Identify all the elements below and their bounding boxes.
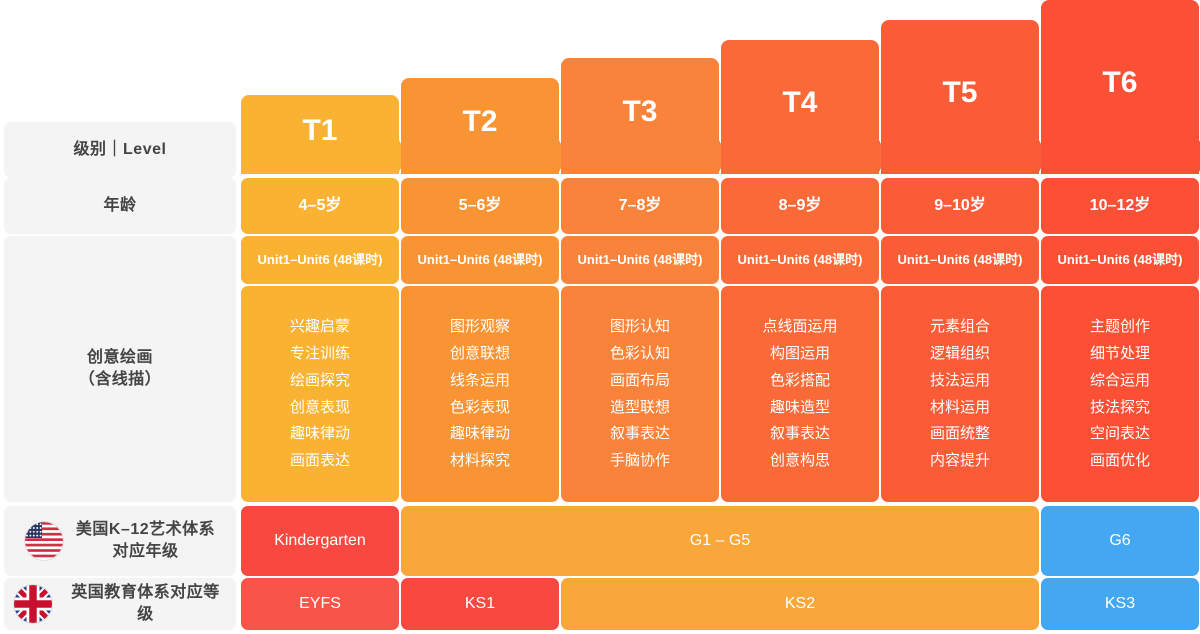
column-header-t5[interactable]: T5 [881, 20, 1047, 174]
uk_levels-cell-eyfs: EYFS [241, 578, 399, 630]
topic-item: 画面优化 [1089, 451, 1150, 469]
uk-label-row: 英国教育体系对应等级 [4, 582, 236, 625]
topic-item: 趣味律动 [289, 425, 350, 443]
us_grades-cell-kindergarten: Kindergarten [241, 506, 399, 576]
age-cell-t5: 9–10岁 [881, 178, 1039, 234]
column-header-t4[interactable]: T4 [721, 40, 887, 174]
row-label-course-text: 创意绘画（含线描） [78, 349, 162, 388]
row-label-course: 创意绘画（含线描） [4, 236, 236, 502]
topic-item: 构图运用 [769, 345, 830, 363]
age-cell-t1: 4–5岁 [241, 178, 399, 234]
topics-cell-t5: 元素组合逻辑组织技法运用材料运用画面统整内容提升 [881, 286, 1039, 502]
topic-item: 内容提升 [929, 451, 990, 469]
topic-item: 材料探究 [449, 451, 510, 469]
column-header-t3[interactable]: T3 [561, 58, 727, 174]
row-label-uk-levels: 英国教育体系对应等级 [4, 578, 236, 630]
uk-flag-icon [14, 585, 52, 623]
unit-cell-t5: Unit1–Unit6 (48课时) [881, 236, 1039, 284]
topics-cell-t2: 图形观察创意联想线条运用色彩表现趣味律动材料探究 [401, 286, 559, 502]
column-header-t6[interactable]: T6 [1041, 0, 1200, 174]
uk_levels-cell-ks1: KS1 [401, 578, 559, 630]
uk_levels-cell-ks2: KS2 [561, 578, 1039, 630]
age-cell-t3: 7–8岁 [561, 178, 719, 234]
topics-cell-t3: 图形认知色彩认知画面布局造型联想叙事表达手脑协作 [561, 286, 719, 502]
topics-cell-t1: 兴趣启蒙专注训练绘画探究创意表现趣味律动画面表达 [241, 286, 399, 502]
topic-item: 色彩搭配 [769, 371, 830, 389]
column-header-t2[interactable]: T2 [401, 78, 567, 174]
topic-item: 手脑协作 [609, 451, 670, 469]
column-header-label: T1 [302, 113, 338, 147]
age-cell-t4: 8–9岁 [721, 178, 879, 234]
column-header-label: T4 [782, 86, 818, 119]
topic-item: 元素组合 [929, 318, 990, 336]
topic-item: 专注训练 [289, 345, 350, 363]
topic-item: 创意表现 [289, 398, 350, 416]
unit-cell-t1: Unit1–Unit6 (48课时) [241, 236, 399, 284]
topic-item: 技法探究 [1089, 398, 1150, 416]
topic-item: 趣味律动 [449, 425, 510, 443]
topic-item: 画面表达 [289, 451, 350, 469]
us-label-row: 美国K–12艺术体系对应年级 [4, 519, 236, 562]
topic-item: 创意联想 [449, 345, 510, 363]
topic-item: 细节处理 [1089, 345, 1150, 363]
topic-item: 线条运用 [449, 371, 510, 389]
topic-item: 综合运用 [1089, 371, 1150, 389]
us_grades-cell-g1-g5: G1 – G5 [401, 506, 1039, 576]
topic-item: 空间表达 [1089, 425, 1150, 443]
topic-item: 造型联想 [609, 398, 670, 416]
topic-item: 兴趣启蒙 [289, 318, 350, 336]
topic-item: 点线面运用 [762, 318, 838, 336]
age-cell-t6: 10–12岁 [1041, 178, 1199, 234]
row-label-level-text: 级别｜Level [73, 141, 167, 159]
topic-item: 技法运用 [929, 371, 990, 389]
unit-cell-t3: Unit1–Unit6 (48课时) [561, 236, 719, 284]
topic-item: 逻辑组织 [929, 345, 990, 363]
topic-item: 材料运用 [929, 398, 990, 416]
uk_levels-cell-ks3: KS3 [1041, 578, 1199, 630]
topics-cell-t4: 点线面运用构图运用色彩搭配趣味造型叙事表达创意构思 [721, 286, 879, 502]
topic-item: 叙事表达 [769, 425, 830, 443]
topic-item: 叙事表达 [609, 425, 670, 443]
column-header-label: T3 [622, 95, 658, 128]
column-header-t1[interactable]: T1 [241, 95, 407, 174]
row-label-level: 级别｜Level [4, 122, 236, 178]
topic-item: 绘画探究 [289, 371, 350, 389]
topic-item: 图形认知 [609, 318, 670, 336]
column-header-label: T5 [942, 76, 978, 109]
topic-item: 色彩认知 [609, 345, 670, 363]
us-flag-icon [24, 522, 63, 560]
topic-item: 画面统整 [929, 425, 990, 443]
row-label-age: 年龄 [4, 178, 236, 234]
unit-cell-t2: Unit1–Unit6 (48课时) [401, 236, 559, 284]
topic-item: 色彩表现 [449, 398, 510, 416]
row-label-uk-text: 英国教育体系对应等级 [71, 584, 220, 623]
topic-item: 图形观察 [449, 318, 510, 336]
column-header-label: T2 [462, 105, 498, 138]
age-cell-t2: 5–6岁 [401, 178, 559, 234]
topic-item: 创意构思 [769, 451, 830, 469]
unit-cell-t6: Unit1–Unit6 (48课时) [1041, 236, 1199, 284]
row-label-age-text: 年龄 [103, 197, 137, 215]
row-label-us-text: 美国K–12艺术体系对应年级 [75, 521, 216, 560]
topic-item: 趣味造型 [769, 398, 830, 416]
topics-cell-t6: 主题创作细节处理综合运用技法探究空间表达画面优化 [1041, 286, 1199, 502]
us_grades-cell-g6: G6 [1041, 506, 1199, 576]
topic-item: 主题创作 [1089, 318, 1150, 336]
unit-cell-t4: Unit1–Unit6 (48课时) [721, 236, 879, 284]
row-label-us-grades: 美国K–12艺术体系对应年级 [4, 506, 236, 576]
topic-item: 画面布局 [609, 371, 670, 389]
column-header-label: T6 [1102, 66, 1138, 99]
